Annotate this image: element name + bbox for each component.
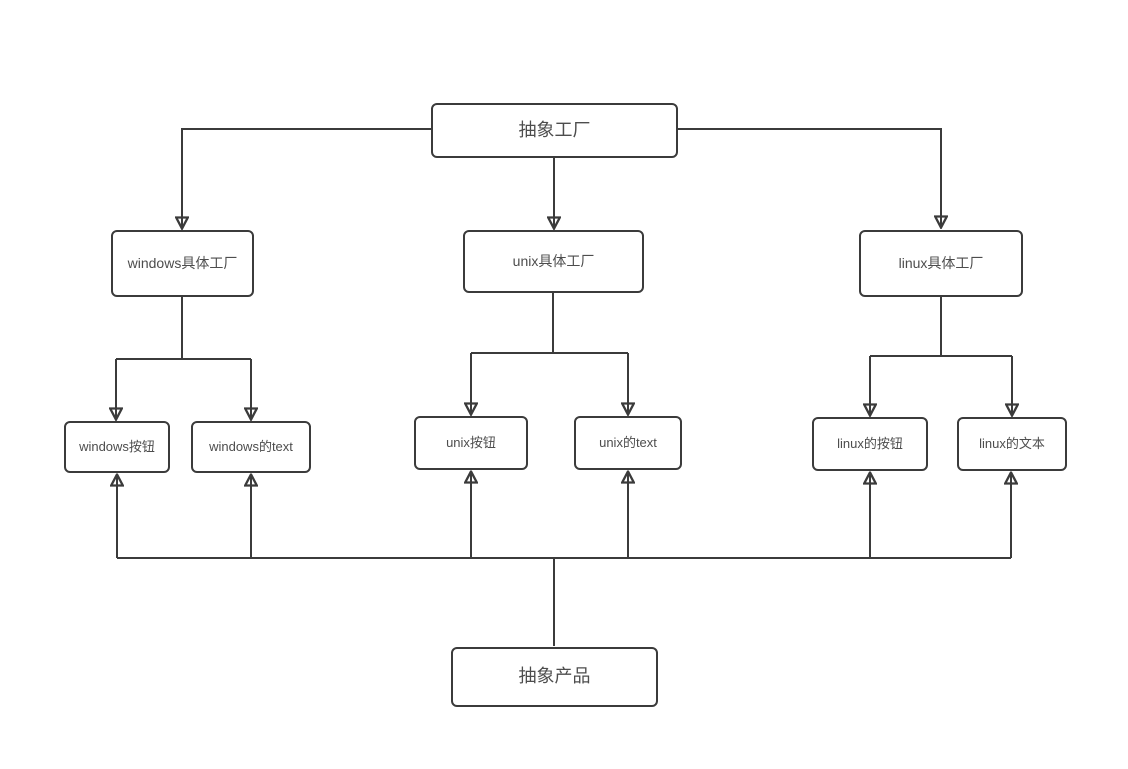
- node-abstract-product-label: 抽象产品: [518, 666, 591, 687]
- node-linux-factory-label: linux具体工厂: [898, 255, 984, 272]
- node-windows-button-label: windows按钮: [79, 439, 155, 455]
- node-windows-text: windows的text: [191, 421, 311, 473]
- node-windows-text-label: windows的text: [209, 439, 293, 455]
- edge-linux-factory-to-products: [870, 297, 1012, 415]
- node-unix-text: unix的text: [574, 416, 682, 470]
- node-linux-text: linux的文本: [957, 417, 1067, 471]
- edge-abstract-product-to-products: [117, 472, 1011, 646]
- node-linux-button-label: linux的按钮: [837, 436, 903, 452]
- edge-windows-factory-to-products: [116, 297, 251, 419]
- node-linux-button: linux的按钮: [812, 417, 928, 471]
- node-windows-factory-label: windows具体工厂: [127, 255, 238, 272]
- edge-abstract-factory-to-windows-factory: [182, 128, 431, 228]
- node-unix-button: unix按钮: [414, 416, 528, 470]
- node-unix-factory: unix具体工厂: [463, 230, 644, 293]
- node-linux-text-label: linux的文本: [979, 436, 1045, 452]
- node-abstract-product: 抽象产品: [451, 647, 658, 707]
- node-unix-text-label: unix的text: [599, 435, 657, 451]
- node-windows-button: windows按钮: [64, 421, 170, 473]
- node-unix-factory-label: unix具体工厂: [512, 253, 595, 270]
- node-abstract-factory-label: 抽象工厂: [518, 119, 591, 140]
- edge-unix-factory-to-products: [471, 293, 628, 414]
- node-windows-factory: windows具体工厂: [111, 230, 254, 297]
- node-abstract-factory: 抽象工厂: [431, 103, 678, 158]
- edge-abstract-factory-to-linux-factory: [677, 128, 941, 227]
- node-unix-button-label: unix按钮: [446, 435, 496, 451]
- node-linux-factory: linux具体工厂: [859, 230, 1023, 297]
